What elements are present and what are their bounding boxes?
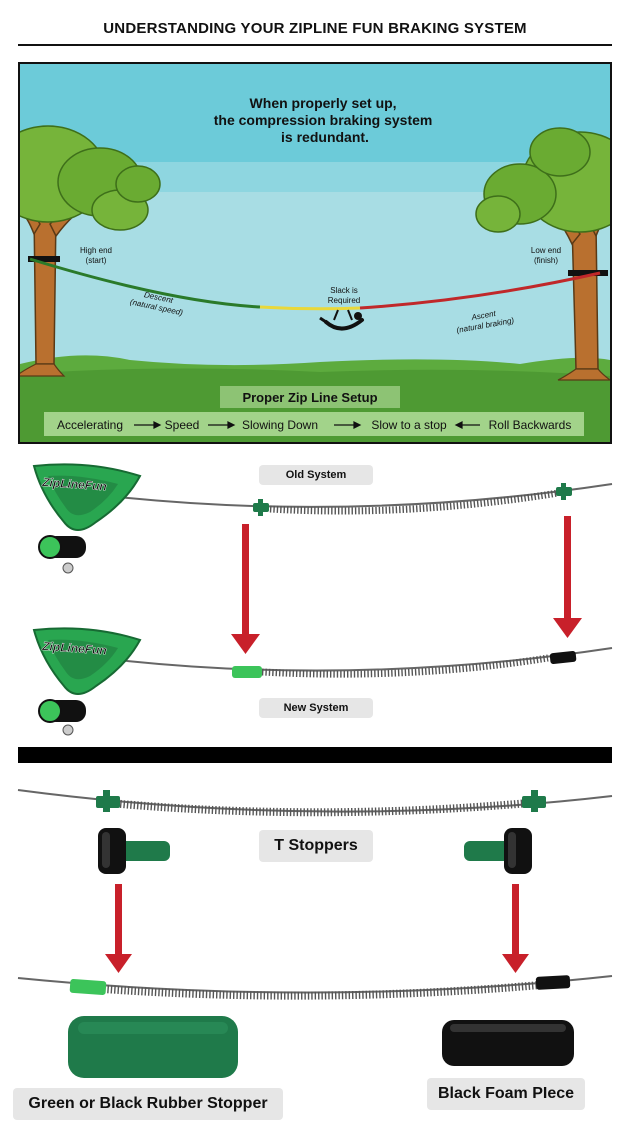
new-cable bbox=[117, 647, 613, 672]
t-stoppers-label: T Stoppers bbox=[259, 830, 373, 862]
headline-line-1: When properly set up, bbox=[250, 95, 397, 111]
slack-segment bbox=[259, 305, 361, 311]
stages-bg bbox=[44, 412, 584, 436]
setup-title: Proper Zip Line Setup bbox=[242, 390, 377, 405]
rider-icon bbox=[319, 309, 364, 331]
svg-text:When properly set up, the: When properly set up, the compression br… bbox=[214, 95, 437, 145]
stage-slowing-down: Slowing Down bbox=[242, 418, 318, 432]
brand-logo-old: ZipLineFun bbox=[41, 475, 107, 494]
high-end-sub: (start) bbox=[86, 256, 107, 265]
stage-roll-backwards: Roll Backwards bbox=[489, 418, 572, 432]
trolley-old: ZipLineFun bbox=[32, 463, 142, 574]
headline-line-3: is redundant. bbox=[281, 129, 369, 145]
green-rubber-stopper-image bbox=[68, 1016, 238, 1078]
stage-speed: Speed bbox=[165, 418, 200, 432]
ascent-label: Ascent bbox=[470, 309, 497, 322]
descent-segment bbox=[29, 257, 261, 309]
old-t-stopper-right bbox=[556, 483, 572, 500]
t-spring bbox=[109, 798, 541, 817]
slack-sub: Required bbox=[328, 296, 360, 305]
section-divider bbox=[18, 747, 612, 763]
black-foam-piece-image bbox=[442, 1020, 574, 1066]
final-green-stopper bbox=[69, 978, 107, 996]
low-end-sub: (finish) bbox=[534, 256, 558, 265]
arrow-t-right bbox=[502, 884, 529, 973]
t-stopper-detail-left bbox=[98, 828, 170, 874]
braking-comparison: ZipLineFun ZipLineFun bbox=[0, 446, 630, 1139]
right-tree bbox=[475, 127, 610, 381]
green-stopper-label: Green or Black Rubber Stopper bbox=[13, 1088, 283, 1120]
new-spring bbox=[261, 654, 549, 678]
page-title: UNDERSTANDING YOUR ZIPLINE FUN BRAKING S… bbox=[103, 20, 527, 37]
t-stopper-on-cable-right bbox=[522, 790, 546, 812]
ascent-segment bbox=[359, 271, 601, 310]
old-t-stopper-left bbox=[253, 499, 269, 516]
stage-accelerating: Accelerating bbox=[57, 418, 123, 432]
arrow-t-left bbox=[105, 884, 132, 973]
final-spring bbox=[103, 981, 541, 1000]
left-tree bbox=[20, 125, 161, 377]
zipline-scene: When properly set up, the compression br… bbox=[18, 62, 612, 444]
setup-title-bg bbox=[220, 386, 400, 408]
new-system-label: New System bbox=[259, 698, 373, 718]
new-green-stopper bbox=[232, 666, 262, 678]
stage-slow-to-stop: Slow to a stop bbox=[371, 418, 447, 432]
old-system-label: Old System bbox=[259, 465, 373, 485]
headline-line-2: the compression braking system bbox=[214, 112, 433, 128]
arrow-old-to-new-left bbox=[231, 524, 260, 654]
low-end-label: Low end bbox=[531, 246, 561, 255]
arrow-old-to-new-right bbox=[553, 516, 582, 638]
slack-label: Slack is bbox=[330, 286, 358, 295]
brand-logo-new: ZipLineFun bbox=[41, 639, 107, 658]
stage-arrows bbox=[134, 421, 480, 429]
new-foam-piece bbox=[549, 650, 577, 665]
trolley-new: ZipLineFun bbox=[32, 627, 142, 736]
t-stopper-on-cable-left bbox=[96, 790, 120, 812]
title-rule bbox=[18, 44, 612, 46]
old-cable bbox=[117, 483, 613, 508]
t-stopper-detail-right bbox=[464, 828, 532, 874]
final-foam-piece bbox=[535, 975, 571, 990]
high-end-label: High end bbox=[80, 246, 112, 255]
foam-piece-label: Black Foam PIece bbox=[427, 1078, 585, 1110]
